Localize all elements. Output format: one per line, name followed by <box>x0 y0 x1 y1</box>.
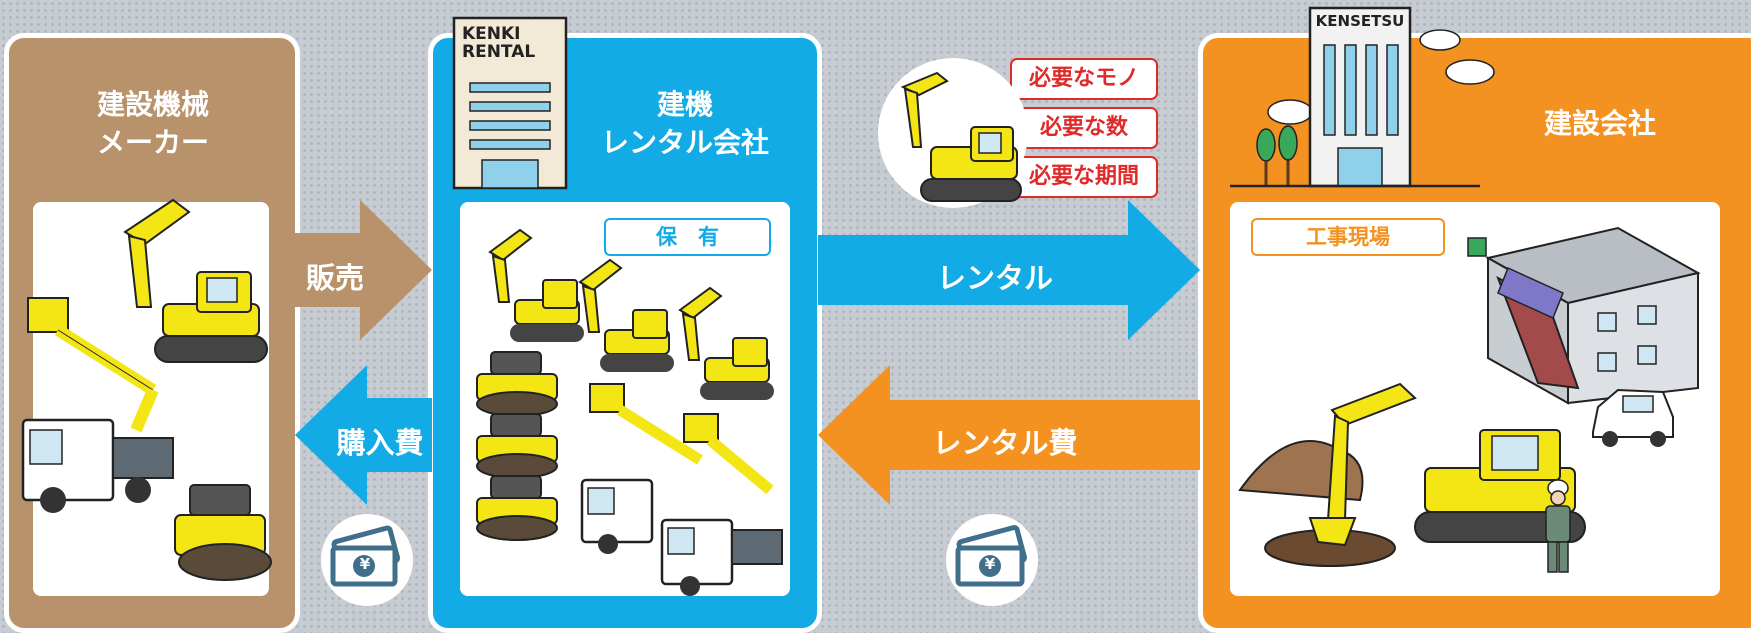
site-car-icon <box>1592 388 1674 447</box>
need-tag-quantity: 必要な数 <box>1010 107 1158 149</box>
money-icon-purchase <box>321 514 413 606</box>
fleet-aerial-work-platform-icon <box>580 383 783 596</box>
purchase-cost-arrow <box>295 365 432 505</box>
maker-aerial-work-platform-icon <box>21 297 174 513</box>
maker-title: 建設機械 メーカー <box>96 88 209 159</box>
rental-building-icon <box>452 16 568 190</box>
construction-building-icon <box>1230 6 1495 188</box>
rental-fee-label: レンタル費 <box>932 426 1078 460</box>
fleet-road-roller-icon <box>476 351 558 541</box>
rental-label: レンタル <box>936 261 1053 295</box>
purchase-cost-label: 購入費 <box>336 426 424 460</box>
construction-site-tag: 工事現場 <box>1251 218 1445 256</box>
need-tag-period: 必要な期間 <box>1010 156 1158 198</box>
rental-company-title: 建機 レンタル会社 <box>600 88 769 159</box>
need-tag-item: 必要なモノ <box>1010 58 1158 100</box>
prefab-office-icon <box>1467 226 1701 405</box>
money-symbol-rental-fee: ¥ <box>984 555 996 573</box>
sale-label: 販売 <box>305 261 364 295</box>
money-icon-rental-fee <box>946 514 1038 606</box>
rental-fee-arrow <box>818 365 1200 505</box>
fleet-tag: 保 有 <box>604 218 771 256</box>
sale-arrow <box>295 200 432 340</box>
needs-excavator-icon <box>878 58 1028 208</box>
money-symbol-purchase: ¥ <box>359 555 371 573</box>
maker-excavator-icon <box>123 198 268 363</box>
construction-building-sign: KENSETSU <box>1315 12 1405 30</box>
fleet-excavator-icon <box>488 228 774 400</box>
maker-road-roller-icon <box>174 484 272 581</box>
rental-building-sign: KENKI RENTAL <box>462 24 536 62</box>
rental-arrow <box>818 200 1200 340</box>
construction-company-title: 建設会社 <box>1543 107 1656 140</box>
site-excavator-icon <box>1238 382 1586 567</box>
site-worker-icon <box>1545 479 1571 573</box>
